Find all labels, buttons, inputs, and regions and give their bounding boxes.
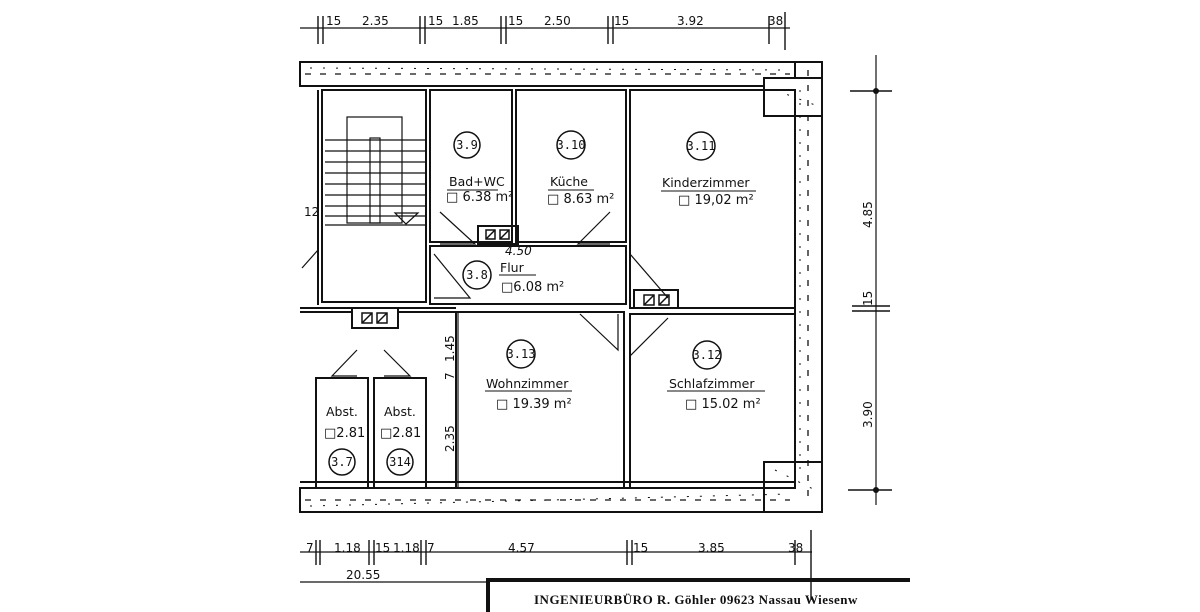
dim-top-4: 1.85 (452, 14, 479, 28)
dim-bottom-3: 15 (375, 541, 390, 555)
svg-text:3.10: 3.10 (557, 138, 586, 152)
svg-text:□ 15.02 m²: □ 15.02 m² (685, 397, 761, 412)
dim-bottom-5: 7 (427, 541, 435, 555)
svg-text:□ 19,02 m²: □ 19,02 m² (678, 193, 754, 208)
door-swings (301, 211, 669, 377)
dim-top-1: 15 (326, 14, 341, 28)
svg-text:3.7: 3.7 (331, 455, 353, 469)
stair-label: 12 (304, 205, 319, 219)
dim-wohn-upper: 1.45 (443, 335, 457, 362)
room-name: Kinderzimmer (662, 175, 750, 190)
dim-bottom-total: 20.55 (346, 568, 380, 582)
dim-top-9: 38 (768, 14, 783, 28)
exterior-walls (299, 61, 823, 513)
svg-text:3.8: 3.8 (466, 268, 488, 282)
room-name: Abst. (326, 404, 358, 419)
svg-text:□2.81: □2.81 (380, 426, 421, 441)
dim-bottom-8: 3.85 (698, 541, 725, 555)
room-kueche: 3.10 Küche □ 8.63 m² (547, 130, 614, 207)
room-name: Wohnzimmer (486, 376, 569, 391)
dim-top-8: 3.92 (677, 14, 704, 28)
svg-text:□ 6.38 m²: □ 6.38 m² (446, 190, 513, 205)
dim-wohn-mid: 7 (443, 372, 457, 380)
dim-top-5: 15 (508, 14, 523, 28)
dim-flur-width: 4.50 (505, 244, 532, 258)
title-block: INGENIEURBÜRO R. Göhler 09623 Nassau Wie… (486, 578, 910, 612)
dim-top-6: 2.50 (544, 14, 571, 28)
dim-bottom-1: 7 (306, 541, 314, 555)
room-bad-wc: 3.9 Bad+WC □ 6.38 m² (446, 131, 513, 205)
svg-text:□6.08 m²: □6.08 m² (501, 280, 564, 295)
dim-top-7: 15 (614, 14, 629, 28)
dim-bottom-4: 1.18 (393, 541, 420, 555)
dim-bottom-2: 1.18 (334, 541, 361, 555)
room-flur: 3.8 Flur □6.08 m² (462, 260, 564, 295)
top-dimension-chain: 15 2.35 15 1.85 15 2.50 15 3.92 38 (300, 12, 790, 50)
room-wohnzimmer: 3.13 Wohnzimmer □ 19.39 m² (485, 339, 572, 412)
room-schlafzimmer: 3.12 Schlafzimmer □ 15.02 m² (667, 340, 765, 412)
dim-bottom-7: 15 (633, 541, 648, 555)
interior-walls (300, 89, 796, 489)
dim-top-3: 15 (428, 14, 443, 28)
svg-text:3.13: 3.13 (507, 347, 536, 361)
svg-text:3.9: 3.9 (456, 138, 478, 152)
dim-top-2: 2.35 (362, 14, 389, 28)
room-kinderzimmer: 3.11 Kinderzimmer □ 19,02 m² (661, 131, 756, 208)
room-abstellraum-1: Abst. □2.81 3.7 (324, 404, 365, 476)
title-block-text: INGENIEURBÜRO R. Göhler 09623 Nassau Wie… (534, 592, 858, 607)
svg-text:3.12: 3.12 (693, 348, 722, 362)
room-name: Flur (500, 260, 525, 275)
room-name: Küche (550, 174, 588, 189)
svg-text:314: 314 (389, 455, 411, 469)
wohnzimmer-dimension: 1.45 7 2.35 (443, 312, 459, 488)
dim-bottom-6: 4.57 (508, 541, 535, 555)
room-abstellraum-2: Abst. □2.81 314 (380, 404, 421, 476)
dim-bottom-9: 38 (788, 541, 803, 555)
svg-text:□ 8.63 m²: □ 8.63 m² (547, 192, 614, 207)
dim-right-2: 15 (861, 291, 875, 306)
dim-wohn-lower: 2.35 (443, 425, 457, 452)
room-name: Abst. (384, 404, 416, 419)
room-name: Bad+WC (449, 174, 505, 189)
svg-text:□ 19.39 m²: □ 19.39 m² (496, 397, 572, 412)
svg-text:□2.81: □2.81 (324, 426, 365, 441)
dim-right-1: 4.85 (861, 201, 875, 228)
room-name: Schlafzimmer (669, 376, 755, 391)
right-dimension-chain: 4.85 15 3.90 (848, 55, 892, 505)
svg-text:3.11: 3.11 (687, 139, 716, 153)
bottom-dimension-chain: 7 1.18 15 1.18 7 4.57 15 3.85 38 20.55 (300, 530, 812, 600)
dim-right-3: 3.90 (861, 401, 875, 428)
